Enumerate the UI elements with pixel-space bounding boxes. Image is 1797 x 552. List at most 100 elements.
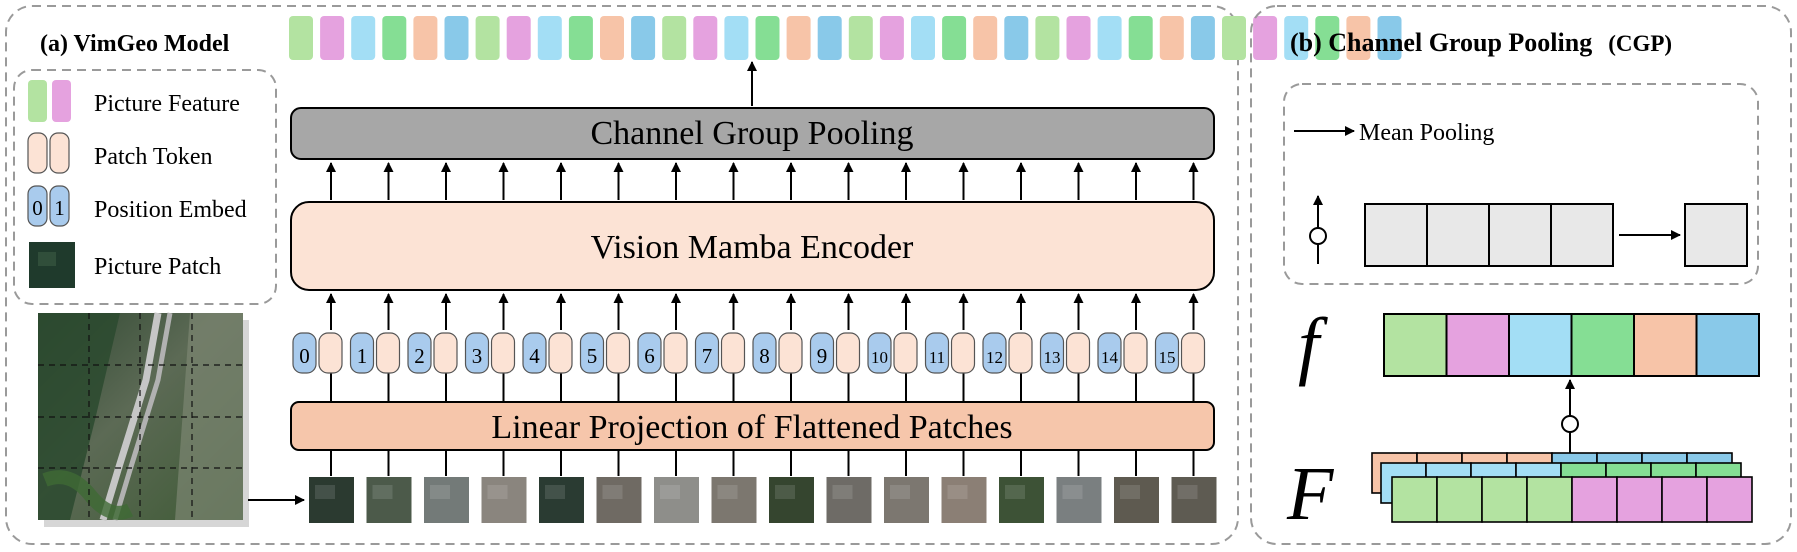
patch-token: [1180, 332, 1206, 374]
position-embed-token: [694, 332, 720, 374]
feature-cell: [879, 16, 904, 60]
patch-token: [605, 332, 631, 374]
panel-b-title-abbr: (CGP): [1608, 31, 1672, 56]
projection-to-tokens-lines: [330, 373, 1195, 402]
satellite-road-2: [112, 312, 173, 521]
position-number: 7: [702, 344, 713, 368]
position-number: 14: [1101, 348, 1119, 367]
patch-texture: [660, 485, 680, 499]
position-embed-token: [982, 332, 1007, 374]
patch-token: [1065, 332, 1091, 374]
picture-patch: [769, 477, 814, 523]
patch-texture: [602, 485, 623, 499]
position-number: 9: [817, 344, 828, 368]
f-feature-cell: [1383, 313, 1448, 377]
patch-row: [309, 477, 1217, 523]
feature-cell: [382, 16, 407, 60]
position-embed-token: [752, 332, 777, 374]
picture-patch: [539, 477, 584, 523]
legend-frame: [13, 69, 277, 305]
F-label: F: [1286, 452, 1335, 536]
patch-token: [663, 332, 688, 374]
feature-cell: [1346, 16, 1371, 60]
feature-cell: [475, 16, 500, 60]
legend-picture-feature: Picture Feature: [28, 80, 240, 122]
feature-cell: [755, 16, 780, 60]
patch-texture: [430, 485, 450, 499]
token-pair: 10: [867, 332, 918, 374]
token-pair: 8: [752, 332, 803, 374]
position-embed-token: [867, 332, 892, 374]
legend-token-swatch-1: [27, 132, 48, 174]
token-pair: 11: [924, 332, 976, 374]
position-number: 0: [299, 344, 310, 368]
patch-thumbnail: [941, 477, 987, 523]
picture-patch: [826, 477, 872, 523]
f-feature-cell: [1445, 313, 1510, 377]
satellite-grid: [38, 313, 243, 520]
patch-token: [1008, 332, 1033, 374]
patch-thumbnail: [999, 477, 1044, 523]
patch-texture: [1177, 485, 1198, 499]
patch-thumbnail: [309, 477, 354, 523]
feature-cell: [506, 16, 531, 60]
feature-cell: [289, 16, 313, 60]
token-pair: 1: [349, 332, 401, 374]
panel-a-frame: [5, 5, 1239, 545]
panel-a-title: (a) VimGeo Model: [40, 31, 230, 57]
position-number: 12: [986, 348, 1003, 367]
picture-patch: [941, 477, 987, 523]
token-pair: 3: [464, 332, 516, 374]
token-pair: 4: [522, 332, 573, 374]
position-number: 13: [1044, 348, 1061, 367]
position-number: 10: [871, 348, 888, 367]
satellite-road-1: [99, 312, 162, 522]
patch-token: [835, 332, 861, 374]
patch-texture: [545, 485, 565, 499]
token-pair: 5: [579, 332, 631, 374]
patch-token: [720, 332, 746, 374]
tokens-to-encoder-arrows: [326, 293, 1199, 330]
legend-picture-patch: Picture Patch: [29, 242, 221, 288]
patch-thumbnail: [481, 477, 527, 523]
token-pair: 15: [1154, 332, 1206, 374]
token-pair: 7: [694, 332, 746, 374]
satellite-vegetation-left: [38, 313, 120, 520]
panel-b-frame: [1250, 5, 1792, 545]
position-embed-token: [292, 332, 317, 374]
patch-texture: [717, 485, 738, 499]
picture-patch: [424, 477, 469, 523]
patch-texture: [372, 485, 393, 499]
feature-cell: [942, 16, 967, 60]
feature-cell: [848, 16, 873, 60]
token-pair: 0: [292, 332, 343, 374]
position-number: 3: [472, 344, 483, 368]
patch-thumbnail: [424, 477, 469, 523]
feature-cell: [1097, 16, 1122, 60]
token-pair: 14: [1097, 332, 1148, 374]
legend-pos-swatch-1: [49, 185, 70, 227]
feature-cell: [1159, 16, 1184, 60]
picture-patch: [884, 477, 929, 523]
patch-thumbnail: [1171, 477, 1217, 523]
feature-cell: [1128, 16, 1153, 60]
patch-token: [490, 332, 516, 374]
position-embed-token: [464, 332, 490, 374]
picture-patch: [1114, 477, 1159, 523]
patch-texture: [1062, 485, 1083, 499]
feature-cell: [568, 16, 593, 60]
position-number: 8: [759, 344, 770, 368]
legend-picture-patch-label: Picture Patch: [94, 254, 221, 280]
legend-patch-highlight: [38, 252, 56, 266]
F-cell: [1481, 476, 1528, 523]
patch-token: [433, 332, 458, 374]
F-cell: [1571, 476, 1618, 523]
F-cell: [1706, 476, 1753, 523]
feature-cell: [786, 16, 811, 60]
position-number: 4: [529, 344, 540, 368]
projection-block-label: Linear Projection of Flattened Patches: [491, 409, 1012, 446]
patch-texture: [1120, 485, 1140, 499]
pooling-input-group: [1364, 203, 1614, 267]
legend-position-embed: 0 1 Position Embed: [27, 185, 247, 227]
